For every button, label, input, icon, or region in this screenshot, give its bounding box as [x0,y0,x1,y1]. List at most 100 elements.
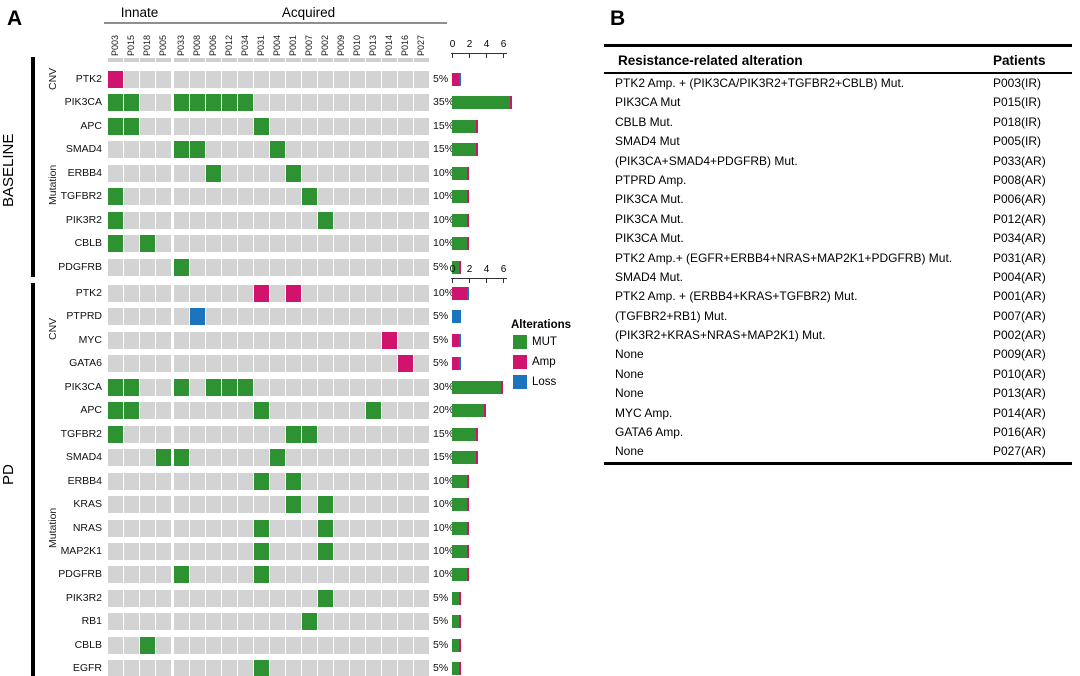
patient-cell: P001(AR) [993,289,1046,304]
matrix-cell [366,211,381,229]
matrix-cell [270,660,285,676]
matrix-cell [124,285,139,302]
matrix-cell [254,519,269,537]
matrix-cell [108,402,123,420]
matrix-cell [254,258,269,276]
matrix-cell [334,660,349,676]
matrix-cell [254,355,269,373]
matrix-cell [334,308,349,326]
matrix-cell [366,660,381,676]
matrix-cell [270,613,285,631]
matrix-cell [254,70,269,88]
row-percent: 10% [433,166,455,179]
matrix-cell [190,355,205,373]
matrix-cell [302,542,317,560]
bar-axis-tick [452,53,454,58]
table-row: (PIK3CA+SMAD4+PDGFRB) Mut.P033(AR) [604,152,1072,171]
matrix-cell [140,141,155,158]
matrix-cell [222,566,237,584]
matrix-cell [382,70,397,88]
matrix-cell [222,402,237,420]
matrix-cell [190,285,205,302]
matrix-cell [414,425,429,443]
matrix-cell [108,235,123,252]
matrix-cell [382,472,397,490]
mut-legend-swatch [513,335,527,349]
row-percent: 35% [433,96,455,108]
matrix-cell [398,566,413,584]
matrix-cell [366,425,381,443]
section-label: PD [0,464,17,486]
matrix-cell [398,589,413,607]
table-row: CBLB Mut.P018(IR) [604,113,1072,132]
matrix-cell [222,425,237,443]
matrix-cell [190,589,205,607]
matrix-cell [318,331,333,349]
matrix-cell [222,308,237,326]
matrix-cell [270,70,285,88]
matrix-cell [398,141,413,158]
matrix-cell [398,636,413,654]
matrix-cell [206,164,221,182]
gene-label: GATA6 [69,357,102,370]
row-percent: 5% [433,310,449,323]
matrix-cell [286,94,301,111]
row-percent: 15% [433,427,455,440]
column-label: P027 [416,34,426,56]
matrix-cell [270,188,285,205]
matrix-cell [156,355,171,373]
matrix-cell [108,472,123,490]
matrix-cell [206,117,221,135]
matrix-cell [238,378,253,396]
bar-axis-tick [486,53,488,58]
bar-axis-tick-label: 0 [449,264,456,275]
matrix-cell [398,308,413,326]
column-strip [238,58,253,62]
matrix-cell [366,94,381,111]
matrix-cell [174,164,189,182]
matrix-cell [108,94,123,111]
matrix-cell [156,117,171,135]
matrix-cell [414,472,429,490]
matrix-cell [254,660,269,676]
matrix-cell [382,589,397,607]
matrix-cell [238,211,253,229]
matrix-cell [414,211,429,229]
matrix-cell [302,472,317,490]
matrix-cell [318,355,333,373]
column-label: P031 [256,34,266,56]
matrix-cell [302,402,317,420]
matrix-cell [414,117,429,135]
matrix-cell [382,613,397,631]
patient-cell: P033(AR) [993,153,1046,168]
matrix-cell [140,188,155,205]
matrix-cell [238,331,253,349]
amp-legend-swatch [513,355,527,369]
count-bar [452,380,503,394]
matrix-cell [206,211,221,229]
gene-label: TGFBR2 [60,427,102,440]
table-row: PIK3CA Mut.P012(AR) [604,210,1072,229]
matrix-cell [334,425,349,443]
matrix-cell [222,164,237,182]
matrix-cell [190,402,205,420]
matrix-cell [366,542,381,560]
column-strip [414,58,429,62]
alteration-cell: None [615,366,644,381]
alteration-cell: PTK2 Amp.+ (EGFR+ERBB4+NRAS+MAP2K1+PDGFR… [615,250,953,265]
matrix-cell [350,566,365,584]
matrix-cell [222,613,237,631]
bar-axis-tick [486,278,488,283]
matrix-cell [334,472,349,490]
matrix-cell [190,188,205,205]
matrix-cell [302,378,317,396]
legend-item-label: MUT [532,336,557,348]
matrix-cell [156,378,171,396]
matrix-cell [334,285,349,302]
matrix-cell [206,331,221,349]
column-strip [302,58,317,62]
matrix-cell [350,164,365,182]
matrix-cell [206,308,221,326]
count-bar [452,615,461,629]
